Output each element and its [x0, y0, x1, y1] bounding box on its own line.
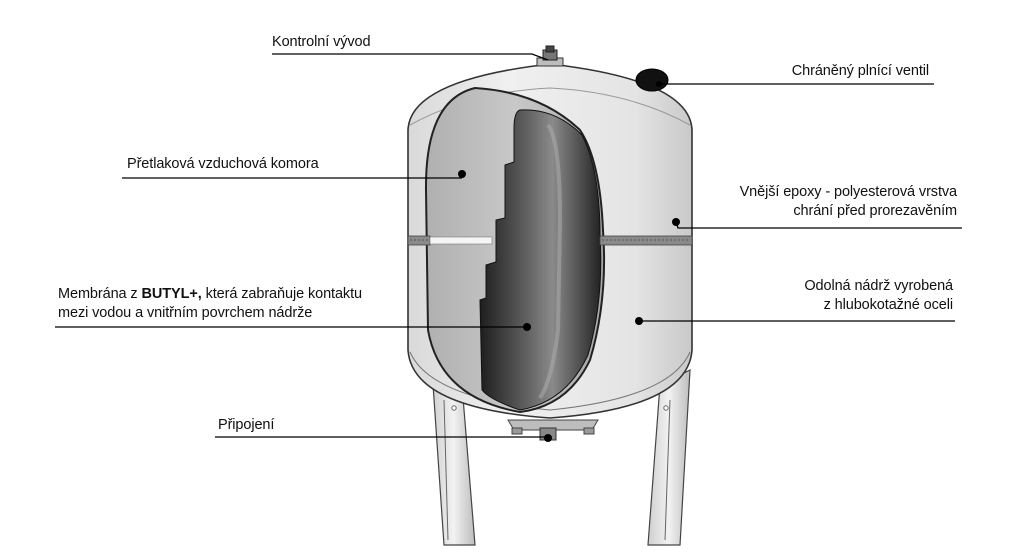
membrane-shape [479, 109, 602, 411]
bottom-connection [507, 419, 599, 441]
label-top-outlet: Kontrolní vývod [272, 34, 371, 50]
fill-valve-cap [635, 68, 669, 92]
membrane-text-b: která zabraňuje kontaktu [201, 286, 363, 302]
membrane-text-bold: BUTYL+, [141, 286, 202, 302]
label-membrane-line1: Membrána z BUTYL+, která zabraňuje konta… [58, 285, 362, 304]
label-coating-line1: Vnější epoxy - polyesterová vrstva [739, 184, 958, 200]
leader-dots [458, 81, 680, 442]
label-fill-valve: Chráněný plnící ventil [791, 63, 929, 79]
label-membrane: Membrána z BUTYL+, která zabraňuje konta… [58, 285, 362, 323]
top-outlet-fitting [536, 45, 564, 67]
label-tank-line1: Odolná nádrž vyrobená [804, 278, 953, 294]
membrane-text-a: Membrána z [58, 286, 142, 302]
label-connection: Připojení [218, 417, 275, 433]
cutaway-view [424, 86, 606, 414]
tank-seam [407, 235, 693, 246]
label-air-chamber: Přetlaková vzduchová komora [127, 156, 319, 172]
label-coating: Vnější epoxy - polyesterová vrstva chrán… [739, 183, 958, 221]
leader-lines [55, 53, 962, 438]
label-membrane-line2: mezi vodou a vnitřním povrchem nádrže [58, 305, 313, 321]
tank-legs [431, 368, 691, 546]
label-tank-line2: z hlubokotažné oceli [823, 297, 954, 313]
label-tank: Odolná nádrž vyrobená z hlubokotažné oce… [804, 277, 953, 315]
label-coating-line2: chrání před prorezavěním [793, 203, 957, 219]
